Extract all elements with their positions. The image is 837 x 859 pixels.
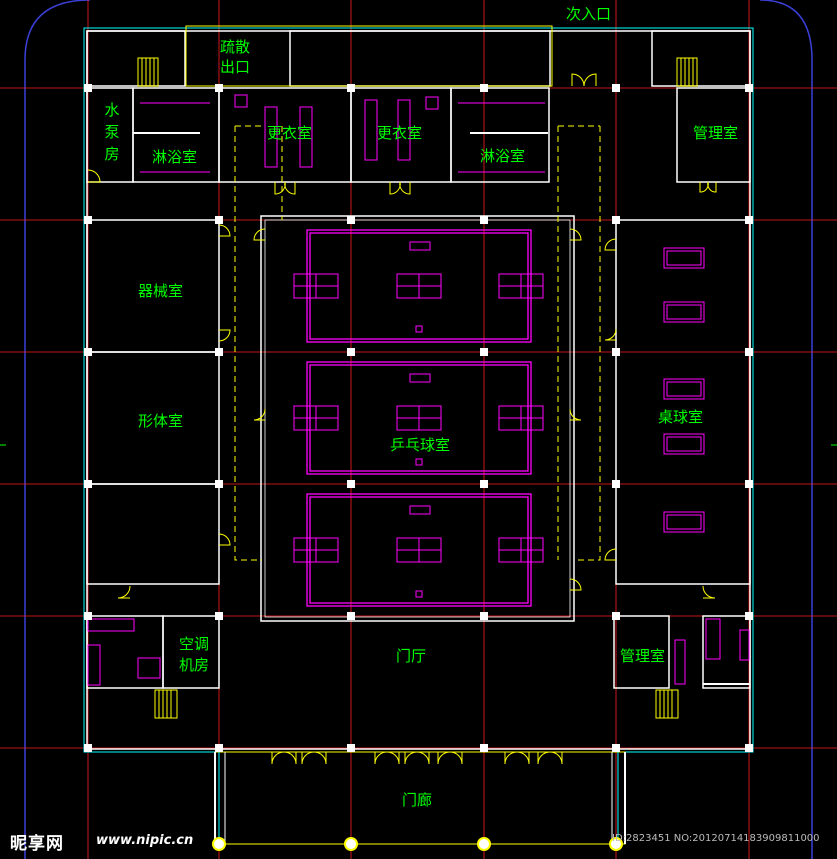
column-marker: [215, 348, 223, 356]
east-wing: [613, 219, 751, 689]
column-marker: [84, 612, 92, 620]
label-table-tennis-hall: 乒乓球室: [390, 436, 451, 454]
entrance-canopy: [185, 25, 553, 87]
label-hvac-room: 空调机房: [178, 635, 209, 674]
shower-fixtures: [140, 94, 545, 173]
label-billiards-room: 桌球室: [658, 408, 704, 426]
column-marker: [745, 612, 753, 620]
toilet-fixtures: [87, 618, 750, 686]
column-marker: [745, 216, 753, 224]
column-marker: [745, 84, 753, 92]
watermark-logo: 昵享网: [10, 834, 64, 854]
column-marker: [347, 480, 355, 488]
watermark-id: ID:2823451 NO:20120714183909811000: [612, 833, 820, 844]
column-marker: [347, 348, 355, 356]
label-fitness-room: 形体室: [138, 412, 184, 430]
column-marker: [480, 612, 488, 620]
ping-pong-tables: [293, 241, 544, 598]
column-marker: [215, 744, 223, 752]
column-marker: [612, 480, 620, 488]
column-marker: [480, 84, 488, 92]
column-marker: [347, 744, 355, 752]
label-shower-room-left: 淋浴室: [152, 148, 198, 166]
hall-dashed: [234, 125, 601, 561]
column-marker: [347, 84, 355, 92]
label-management-room-bottom: 管理室: [620, 647, 666, 665]
column-marker: [215, 216, 223, 224]
label-locker-room-left: 更衣室: [267, 124, 313, 142]
stairs: [137, 57, 698, 719]
label-evacuation-exit: 疏散出口: [219, 38, 250, 76]
column-marker: [84, 216, 92, 224]
column-marker: [347, 216, 355, 224]
column-marker: [612, 348, 620, 356]
column-marker: [347, 612, 355, 620]
column-marker: [84, 480, 92, 488]
column-marker: [612, 612, 620, 620]
column-marker: [745, 480, 753, 488]
column-marker: [480, 216, 488, 224]
porch-structure: [214, 751, 626, 845]
column-marker: [84, 348, 92, 356]
label-locker-room-right: 更衣室: [377, 124, 423, 142]
column-marker: [480, 480, 488, 488]
column-marker: [480, 348, 488, 356]
billiard-tables: [663, 247, 705, 533]
column-marker: [215, 480, 223, 488]
porch-columns: [212, 837, 623, 851]
central-hall: [260, 215, 575, 622]
column-marker: [745, 348, 753, 356]
label-shower-room-right: 淋浴室: [480, 147, 526, 165]
column-marker: [215, 84, 223, 92]
column-marker: [612, 216, 620, 224]
column-marker: [745, 744, 753, 752]
site-boundary: [24, 0, 813, 859]
label-porch: 门廊: [402, 791, 433, 809]
north-rooms: [86, 87, 751, 183]
column-marker: [84, 84, 92, 92]
label-equipment-room: 器械室: [138, 282, 184, 300]
watermark-site: www.nipic.cn: [96, 833, 194, 848]
column-marker: [612, 744, 620, 752]
label-lobby: 门厅: [396, 647, 427, 665]
column-marker: [215, 612, 223, 620]
label-management-room-top: 管理室: [693, 124, 739, 142]
column-marker: [84, 744, 92, 752]
column-marker: [480, 744, 488, 752]
label-secondary-entrance: 次入口: [566, 5, 612, 23]
label-pump-room: 水泵房: [104, 101, 120, 163]
column-markers: [84, 84, 753, 752]
column-marker: [612, 84, 620, 92]
